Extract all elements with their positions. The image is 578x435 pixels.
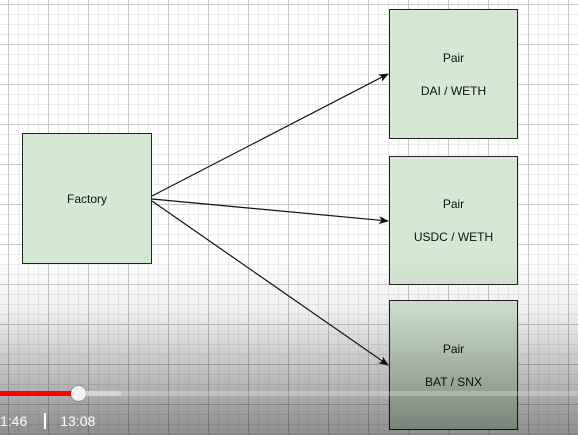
current-time: 1:46 xyxy=(0,413,28,429)
pair-label: Pair xyxy=(442,341,465,356)
pair-tokens: DAI / WETH xyxy=(420,83,487,98)
factory-label: Factory xyxy=(66,191,107,206)
duration: 13:08 xyxy=(60,413,96,429)
progress-played xyxy=(0,391,78,396)
progress-scrubber-handle[interactable] xyxy=(70,386,86,401)
pair-node-usdc-weth[interactable]: Pair USDC / WETH xyxy=(389,156,518,285)
edge-factory-to-dai-weth xyxy=(151,73,389,197)
time-display: 1:46 13:08 xyxy=(0,412,95,430)
edge-factory-to-bat-snx xyxy=(151,200,389,366)
pair-node-bat-snx[interactable]: Pair BAT / SNX xyxy=(389,300,518,430)
pair-label: Pair xyxy=(442,50,465,65)
video-progress-bar[interactable] xyxy=(0,386,578,401)
time-separator xyxy=(44,413,47,429)
pair-label: Pair xyxy=(442,197,465,211)
pair-node-dai-weth[interactable]: Pair DAI / WETH xyxy=(389,9,518,139)
pair-tokens: BAT / SNX xyxy=(425,374,482,389)
factory-node[interactable]: Factory xyxy=(22,133,152,264)
pair-tokens: USDC / WETH xyxy=(413,230,494,244)
edge-factory-to-usdc-weth xyxy=(151,198,389,225)
